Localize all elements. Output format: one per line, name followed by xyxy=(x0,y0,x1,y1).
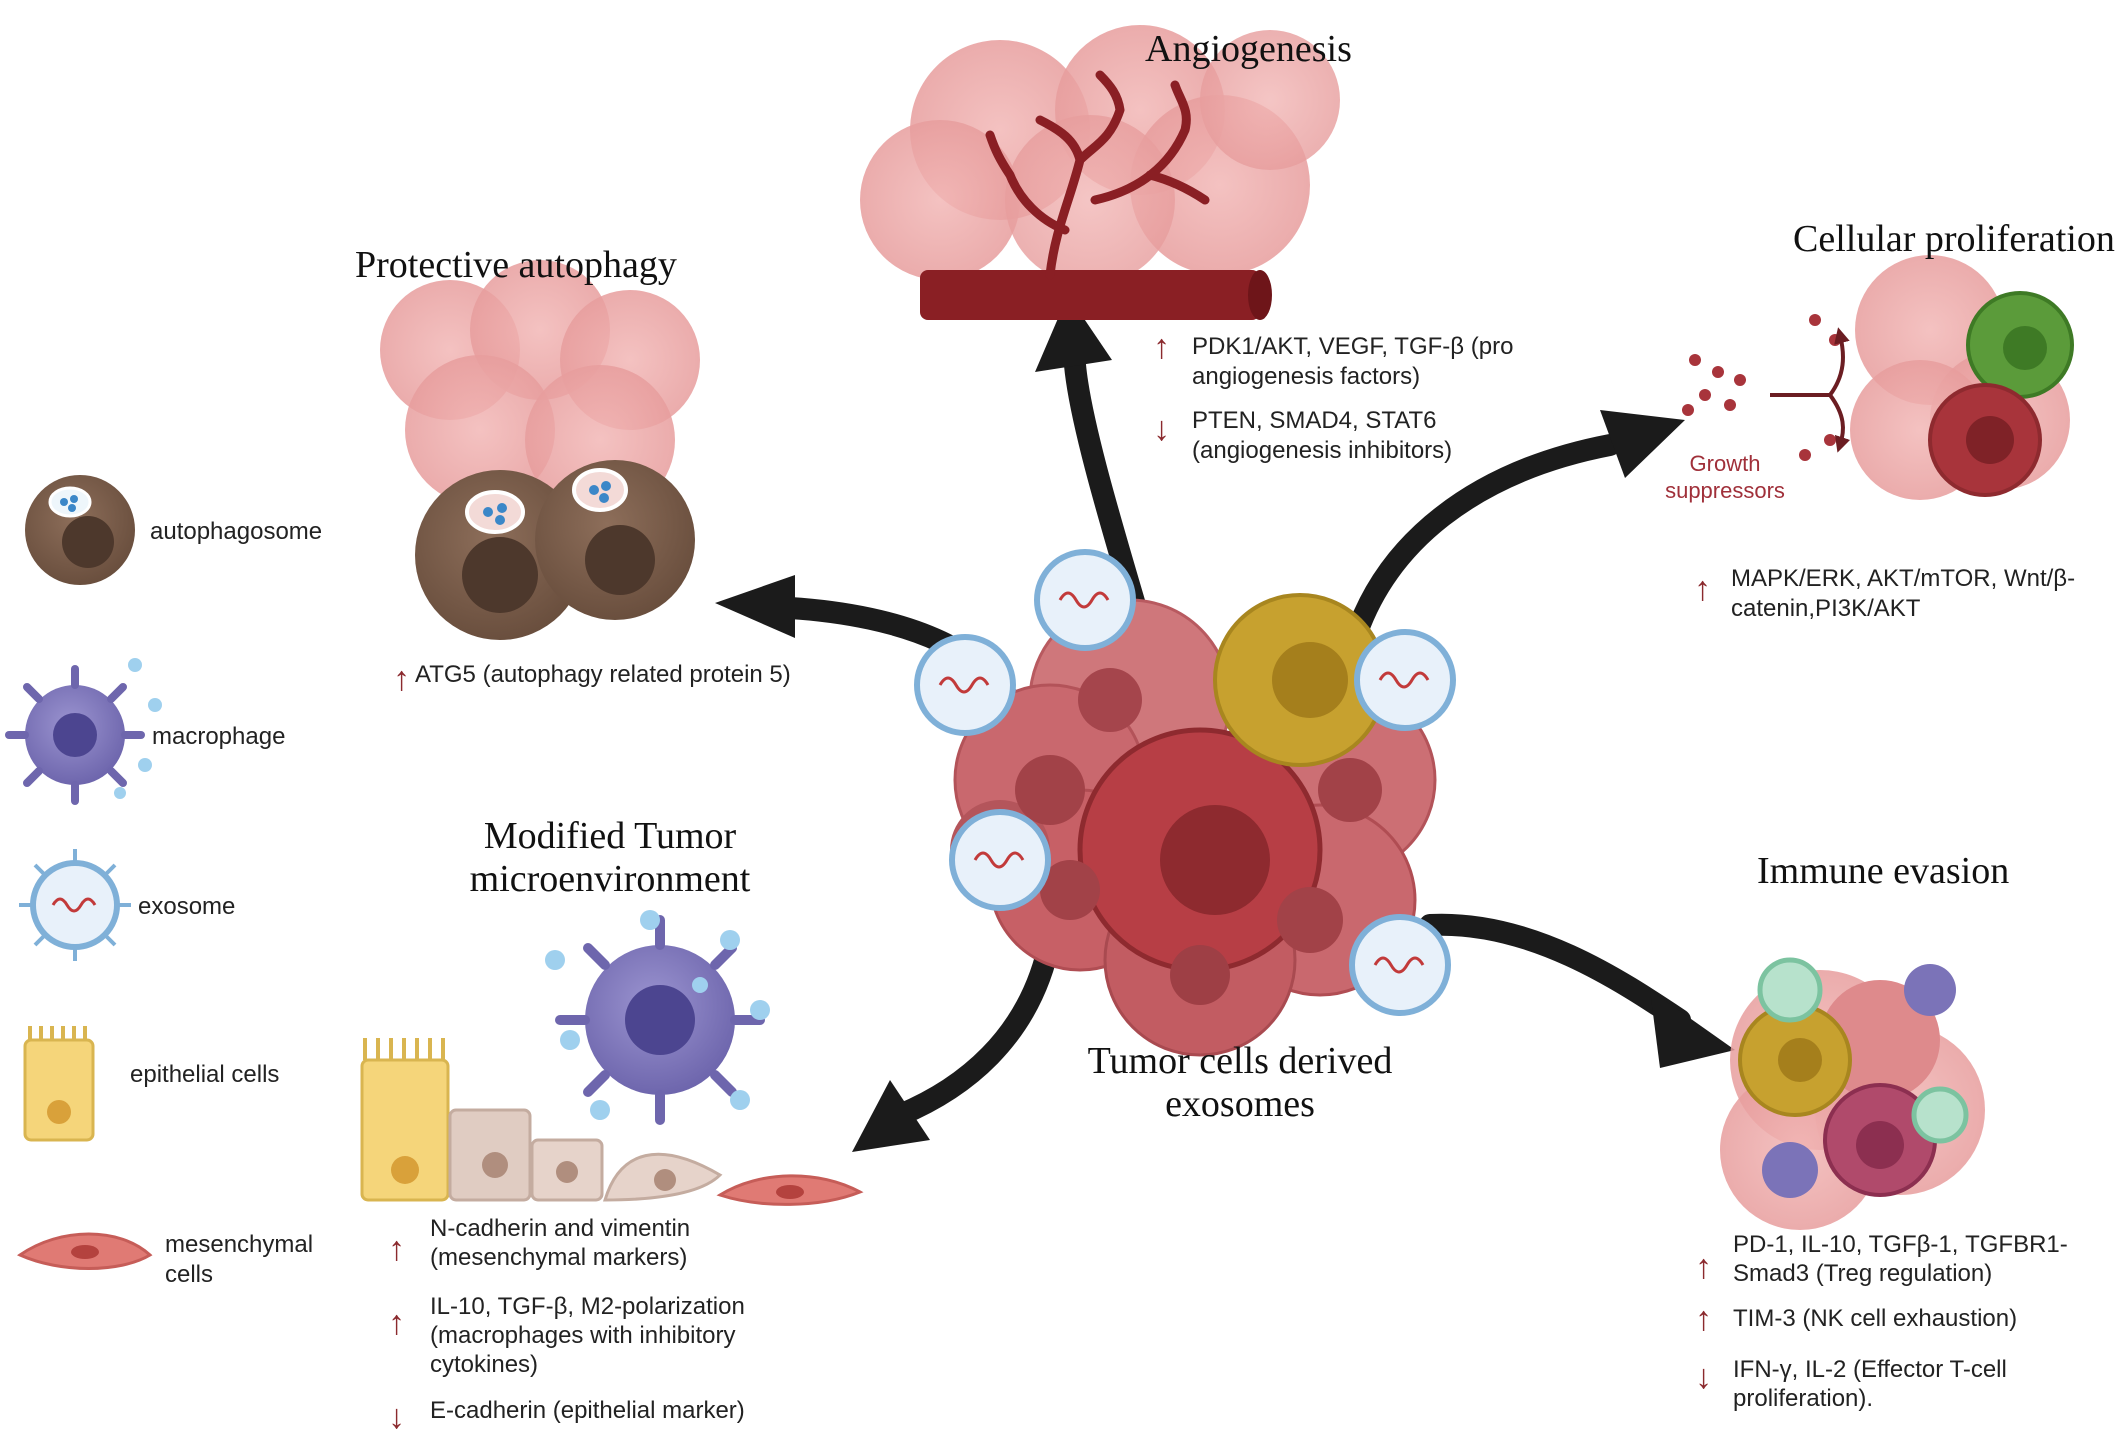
growth-suppressors-label: Growth suppressors xyxy=(1665,451,1785,503)
mtm-item2-line1: IL-10, TGF-β, M2-polarization xyxy=(430,1293,745,1320)
proliferation-title: Cellular proliferation xyxy=(1793,218,2115,260)
legend-label-mesenchymal: mesenchymal cells xyxy=(165,1231,314,1288)
up-arrow-icon: ↑ xyxy=(1695,1248,1712,1286)
epithelial-cell-icon xyxy=(23,1026,95,1142)
down-arrow-icon: ↓ xyxy=(388,1398,405,1436)
immune-item3-line2: proliferation). xyxy=(1733,1385,1874,1412)
legend-label-epithelial: epithelial cells xyxy=(130,1061,280,1088)
down-arrow-icon: ↓ xyxy=(1695,1358,1712,1396)
immune-item1-line2: Smad3 (Treg regulation) xyxy=(1733,1260,1993,1287)
autophagy-illustration xyxy=(380,260,700,640)
angiogenesis-down-line1: PTEN, SMAD4, STAT6 xyxy=(1192,407,1437,434)
immune-item2-line1: TIM-3 (NK cell exhaustion) xyxy=(1733,1305,2018,1332)
legend-label-exosome: exosome xyxy=(138,893,236,920)
down-arrow-icon: ↓ xyxy=(1153,410,1170,448)
up-arrow-icon: ↑ xyxy=(1153,328,1170,366)
mtm-item3-line1: E-cadherin (epithelial marker) xyxy=(430,1397,745,1424)
up-arrow-icon: ↑ xyxy=(393,660,410,698)
up-arrow-icon: ↑ xyxy=(388,1230,405,1268)
angiogenesis-up-line2: angiogenesis factors) xyxy=(1192,363,1421,390)
mtm-item1-line2: (mesenchymal markers) xyxy=(430,1244,688,1271)
arrow-to-microenvironment xyxy=(852,929,1061,1152)
proliferation-illustration xyxy=(1682,255,2074,500)
autophagosome-icon xyxy=(25,475,135,585)
autophagy-title: Protective autophagy xyxy=(355,244,677,286)
legend-label-macrophage: macrophage xyxy=(152,723,286,750)
center-title: Tumor cells derived exosomes xyxy=(1087,1040,1393,1125)
arrow-to-immune-evasion xyxy=(1419,913,1735,1068)
arrow-to-proliferation xyxy=(1339,410,1685,666)
microenvironment-illustration xyxy=(360,910,864,1206)
exosome-group xyxy=(914,549,1456,1016)
autophagy-up-text: ATG5 (autophagy related protein 5) xyxy=(415,661,791,688)
immune-item1-line1: PD-1, IL-10, TGFβ-1, TGFBR1- xyxy=(1733,1231,2068,1258)
macrophage-icon xyxy=(5,658,162,805)
immune-illustration xyxy=(1720,957,1985,1230)
up-arrow-icon: ↑ xyxy=(1695,1300,1712,1338)
immune-item3-line1: IFN-γ, IL-2 (Effector T-cell xyxy=(1733,1356,2007,1383)
angiogenesis-up-line1: PDK1/AKT, VEGF, TGF-β (pro xyxy=(1192,333,1514,360)
mesenchymal-cell-icon xyxy=(16,1232,153,1270)
mtm-item2-line2: (macrophages with inhibitory xyxy=(430,1322,736,1349)
up-arrow-icon: ↑ xyxy=(1694,570,1711,608)
angiogenesis-illustration xyxy=(860,25,1340,320)
immune-evasion-title: Immune evasion xyxy=(1757,850,2010,892)
legend-icons xyxy=(5,475,162,1270)
angiogenesis-title: Angiogenesis xyxy=(1145,28,1352,70)
microenvironment-title: Modified Tumor microenvironment xyxy=(469,815,751,900)
proliferation-up-line2: catenin,PI3K/AKT xyxy=(1731,595,1921,622)
mtm-item2-line3: cytokines) xyxy=(430,1351,539,1378)
angiogenesis-down-line2: (angiogenesis inhibitors) xyxy=(1192,437,1453,464)
up-arrow-icon: ↑ xyxy=(388,1304,405,1342)
exosome-icon xyxy=(19,849,131,961)
mtm-item1-line1: N-cadherin and vimentin xyxy=(430,1215,691,1242)
legend-label-autophagosome: autophagosome xyxy=(150,518,323,545)
proliferation-up-line1: MAPK/ERK, AKT/mTOR, Wnt/β- xyxy=(1731,565,2076,592)
tumor-cluster xyxy=(950,593,1437,1057)
